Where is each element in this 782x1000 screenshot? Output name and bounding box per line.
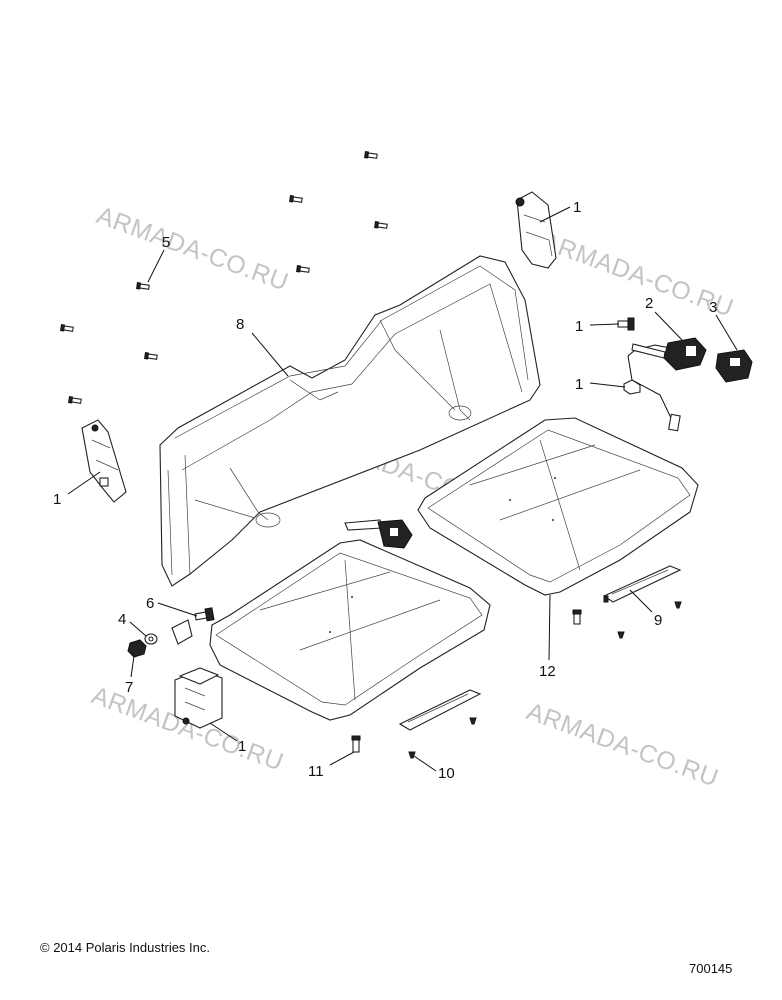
flange-nut	[127, 639, 147, 658]
callout-5: 5	[162, 234, 170, 251]
seat-belt-retractor-left	[81, 419, 127, 503]
watermark-top-left: ARMADA-CO.RU	[93, 201, 292, 296]
bolt-belt-anchor	[617, 317, 635, 331]
seat-belt-latch-plate	[715, 349, 753, 383]
screw-1	[364, 151, 378, 159]
callout-1-top-right: 1	[573, 199, 581, 216]
callout-1-left: 1	[53, 491, 61, 508]
callout-4: 4	[118, 611, 126, 628]
screw-6	[60, 324, 74, 332]
seat-back	[159, 255, 541, 587]
nut-belt-anchor	[623, 379, 641, 395]
seat-belt-retractor-top-right	[515, 191, 557, 269]
callout-labels: 1 2 3 1 1 5 8 1 6 4 7 1 9 12 11 10	[53, 199, 717, 782]
center-seat-belt-buckle	[344, 519, 413, 549]
callout-2: 2	[645, 295, 653, 312]
callout-3: 3	[709, 299, 717, 316]
screw-4	[296, 265, 310, 273]
right-seat-cushion	[417, 417, 699, 596]
callout-9: 9	[654, 612, 662, 629]
screw-7	[144, 352, 158, 360]
callout-1-bottom: 1	[238, 738, 246, 755]
washer	[144, 633, 158, 645]
callout-1-bolt: 1	[575, 318, 583, 335]
callout-10: 10	[438, 765, 455, 782]
copyright-text: © 2014 Polaris Industries Inc.	[40, 940, 210, 955]
callout-6: 6	[146, 595, 154, 612]
loose-screws	[60, 151, 388, 404]
callout-1-nut: 1	[575, 376, 583, 393]
diagram-number: 700145	[689, 961, 733, 976]
fasteners-bottom	[351, 601, 682, 759]
left-seat-cushion	[209, 539, 491, 721]
callout-8: 8	[236, 316, 244, 333]
mounting-bracket	[171, 619, 193, 645]
seat-slide-rail-left	[398, 689, 482, 731]
screw-5	[136, 282, 150, 290]
seat-belt-buckle-with-wire	[627, 337, 707, 432]
screw-2	[289, 195, 303, 203]
callout-12: 12	[539, 663, 556, 680]
seat-slide-rail-right	[602, 565, 682, 603]
mounting-bolt	[194, 607, 215, 622]
leader-lines	[67, 206, 738, 772]
callout-11: 11	[308, 763, 324, 780]
watermark-top-right: ARMADA-CO.RU	[538, 227, 737, 322]
screw-8	[68, 396, 82, 404]
screw-3	[374, 221, 388, 229]
callout-7: 7	[125, 679, 133, 696]
seat-belt-retractor-bottom	[174, 667, 223, 729]
watermark-bottom-right: ARMADA-CO.RU	[523, 697, 722, 792]
